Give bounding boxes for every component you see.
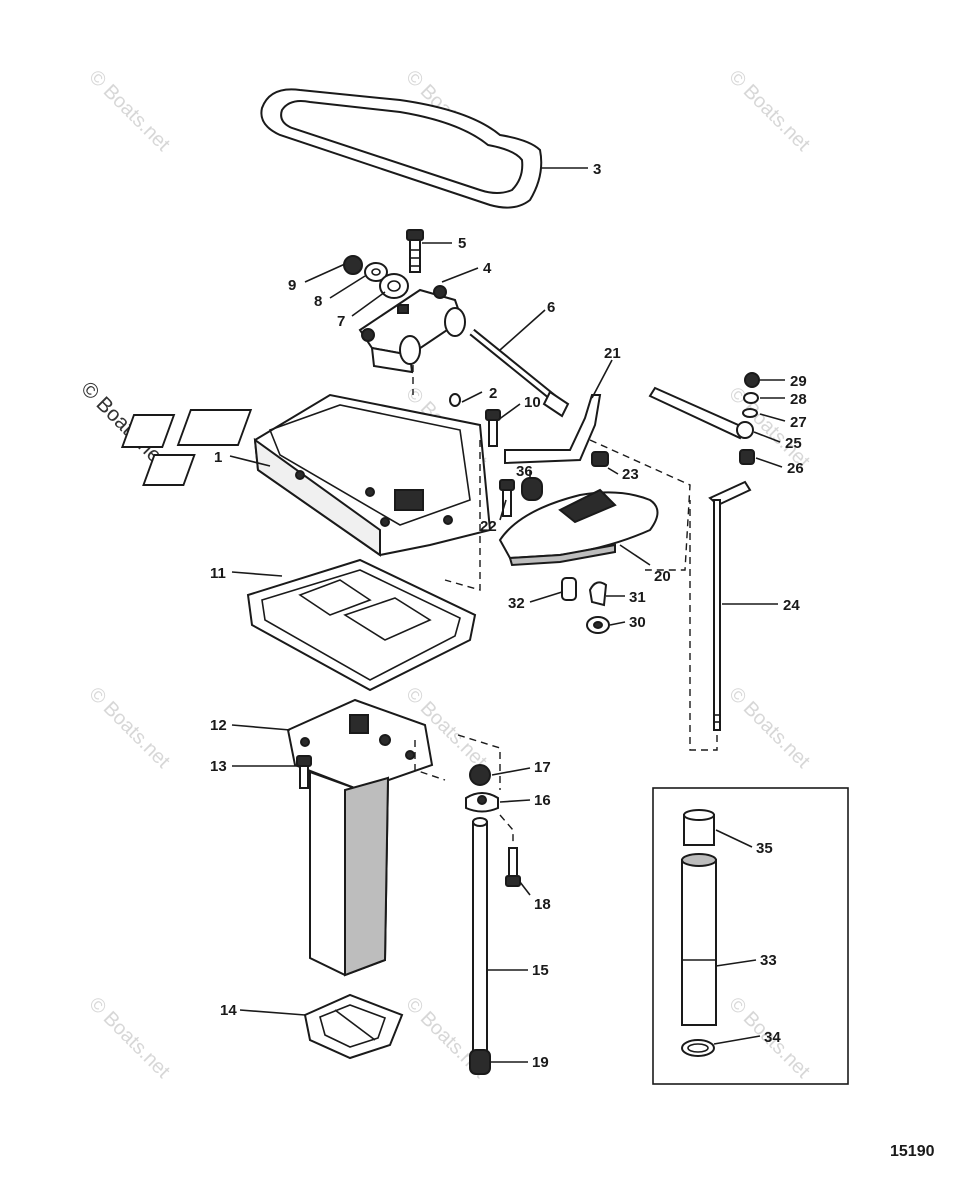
callout-18: 18 bbox=[534, 896, 551, 913]
part-31-clip[interactable] bbox=[588, 581, 608, 607]
part-24-shift-rod[interactable] bbox=[708, 480, 752, 731]
part-3-seal-frame[interactable] bbox=[260, 88, 543, 209]
callout-24: 24 bbox=[783, 597, 800, 614]
part-11-gasket[interactable] bbox=[246, 558, 477, 692]
part-8-washer[interactable] bbox=[364, 262, 388, 282]
callout-16: 16 bbox=[534, 792, 551, 809]
part-26-bushing[interactable] bbox=[739, 449, 755, 465]
part-2-plug[interactable] bbox=[449, 393, 461, 407]
part-21-strip[interactable] bbox=[504, 394, 602, 465]
callout-2: 2 bbox=[489, 385, 497, 402]
callout-5: 5 bbox=[458, 235, 466, 252]
callout-33: 33 bbox=[760, 952, 777, 969]
part-4-clamp-block[interactable] bbox=[358, 285, 466, 374]
callout-11: 11 bbox=[210, 565, 226, 582]
callout-27: 27 bbox=[790, 414, 807, 431]
callout-1: 1 bbox=[214, 449, 222, 466]
kit-box bbox=[652, 787, 849, 1085]
part-28-washer[interactable] bbox=[743, 392, 759, 404]
part-15-water-tube[interactable] bbox=[472, 817, 488, 1053]
part-19-grommet[interactable] bbox=[469, 1049, 491, 1075]
callout-17: 17 bbox=[534, 759, 551, 776]
callout-35: 35 bbox=[756, 840, 773, 857]
callout-13: 13 bbox=[210, 758, 227, 775]
leader-lines bbox=[229, 167, 786, 1063]
part-6-long-bolt[interactable] bbox=[469, 328, 570, 418]
part-14-seal[interactable] bbox=[303, 993, 404, 1060]
part-20-cover[interactable] bbox=[498, 488, 659, 567]
callout-4: 4 bbox=[483, 260, 492, 277]
callout-23: 23 bbox=[622, 466, 639, 483]
callout-19: 19 bbox=[532, 1054, 549, 1071]
callout-20: 20 bbox=[654, 568, 671, 585]
part-16-seal[interactable] bbox=[465, 792, 499, 813]
callout-14: 14 bbox=[220, 1002, 237, 1019]
alignment-lines bbox=[412, 365, 718, 845]
part-29-nut[interactable] bbox=[744, 372, 760, 388]
callout-36: 36 bbox=[516, 463, 533, 480]
callout-31: 31 bbox=[629, 589, 646, 606]
part-5-bolt[interactable] bbox=[406, 229, 424, 273]
callout-12: 12 bbox=[210, 717, 227, 734]
part-10-screw[interactable] bbox=[485, 409, 501, 447]
part-7-washer[interactable] bbox=[379, 273, 409, 299]
watermark: © Boats.net bbox=[724, 66, 814, 156]
watermark: © Boats.net bbox=[724, 683, 814, 773]
part-17-grommet[interactable] bbox=[469, 764, 491, 786]
part-32-pin[interactable] bbox=[561, 577, 577, 601]
watermark: © Boats.net bbox=[84, 66, 174, 156]
callout-10: 10 bbox=[524, 394, 541, 411]
part-12-driveshaft-housing[interactable] bbox=[286, 698, 434, 977]
callout-7: 7 bbox=[337, 313, 345, 330]
part-27-clip[interactable] bbox=[742, 408, 758, 418]
watermark: © Boats.net bbox=[84, 683, 174, 773]
callout-3: 3 bbox=[593, 161, 601, 178]
callout-22: 22 bbox=[480, 518, 497, 535]
part-36-cap[interactable] bbox=[521, 477, 543, 501]
callouts: 3 5 4 6 9 8 7 21 2 10 1 29 28 27 25 26 2… bbox=[210, 161, 807, 1071]
callout-6: 6 bbox=[547, 299, 555, 316]
callout-28: 28 bbox=[790, 391, 807, 408]
callout-21: 21 bbox=[604, 345, 621, 362]
part-1-adapter-plate[interactable] bbox=[120, 393, 492, 557]
part-35-bushing[interactable] bbox=[683, 809, 715, 846]
figure-number: 15190 bbox=[890, 1143, 935, 1160]
callout-34: 34 bbox=[764, 1029, 781, 1046]
part-25-lever[interactable] bbox=[648, 386, 754, 440]
callout-9: 9 bbox=[288, 277, 296, 294]
watermark: © Boats.net bbox=[84, 993, 174, 1083]
callout-30: 30 bbox=[629, 614, 646, 631]
callout-25: 25 bbox=[785, 435, 802, 452]
callout-32: 32 bbox=[508, 595, 525, 612]
callout-8: 8 bbox=[314, 293, 322, 310]
part-9-nut[interactable] bbox=[343, 255, 363, 275]
part-23-bushing[interactable] bbox=[591, 451, 609, 467]
callout-26: 26 bbox=[787, 460, 804, 477]
part-22-screw[interactable] bbox=[499, 479, 515, 517]
callout-15: 15 bbox=[532, 962, 549, 979]
part-18-screw[interactable] bbox=[505, 847, 521, 887]
part-33-tube[interactable] bbox=[681, 853, 717, 1026]
callout-29: 29 bbox=[790, 373, 807, 390]
part-13-bolt[interactable] bbox=[296, 755, 312, 789]
part-34-ring[interactable] bbox=[681, 1039, 715, 1057]
part-30-spacer[interactable] bbox=[586, 616, 610, 634]
